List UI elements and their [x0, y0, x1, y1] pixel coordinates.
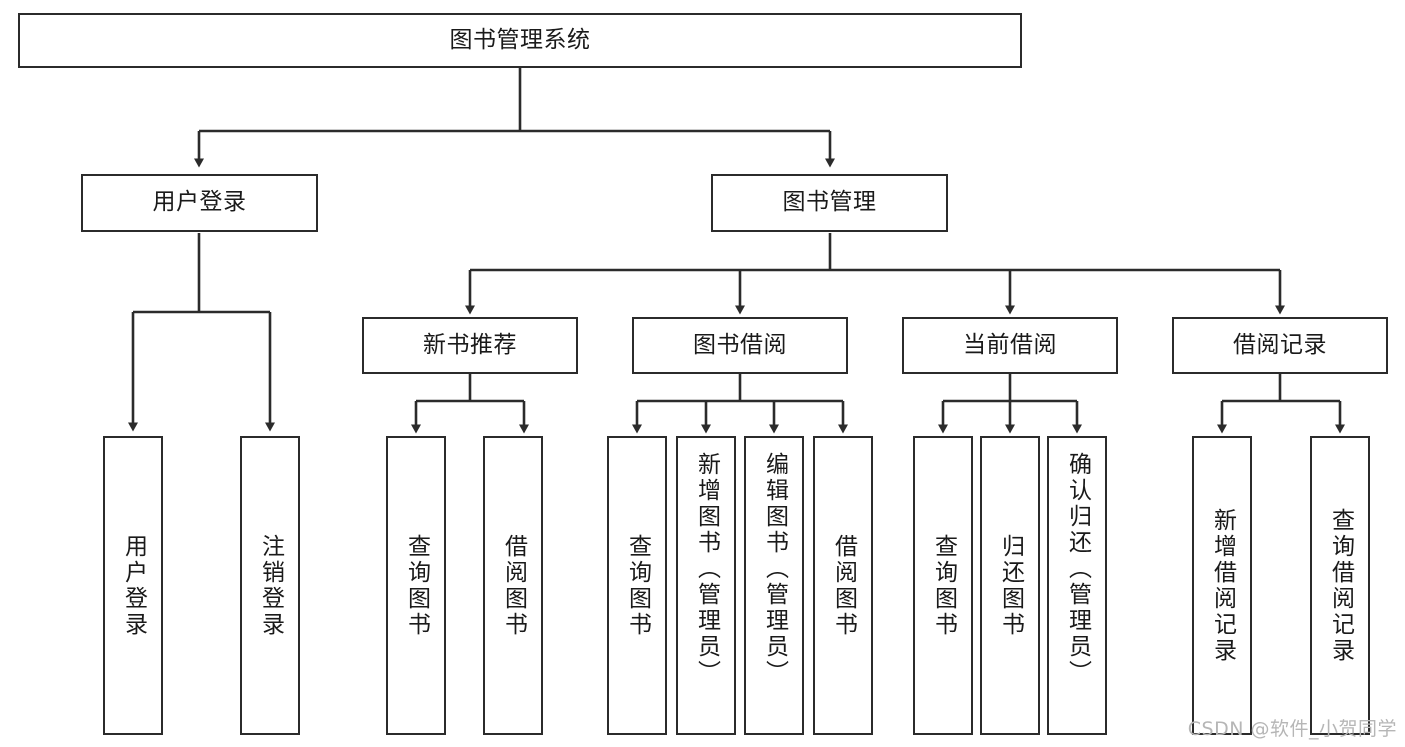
node-leaf-borrow-book[interactable]: 借阅图书 [813, 436, 873, 735]
node-leaf-query-borrow-record[interactable]: 查询借阅记录 [1310, 436, 1370, 735]
node-label: 借阅图书 [830, 533, 857, 638]
node-label: 查询图书 [624, 533, 651, 638]
node-leaf-logout[interactable]: 注销登录 [240, 436, 300, 735]
node-label: 借阅记录 [1233, 331, 1327, 358]
node-leaf-confirm-return-admin[interactable]: 确认归还（管理员） [1047, 436, 1107, 735]
node-label: 用户登录 [120, 533, 147, 638]
node-user-login[interactable]: 用户登录 [81, 174, 318, 232]
node-root-book-management-system[interactable]: 图书管理系统 [18, 13, 1022, 68]
node-leaf-query-book-current[interactable]: 查询图书 [913, 436, 973, 735]
node-label: 查询图书 [930, 533, 957, 638]
node-new-book-recommend[interactable]: 新书推荐 [362, 317, 578, 374]
node-label: 图书借阅 [693, 331, 787, 358]
node-label: 查询借阅记录 [1327, 507, 1354, 664]
node-leaf-borrow-book-recommend[interactable]: 借阅图书 [483, 436, 543, 735]
node-label: 借阅图书 [500, 533, 527, 638]
node-leaf-add-borrow-record[interactable]: 新增借阅记录 [1192, 436, 1252, 735]
node-leaf-query-book-recommend[interactable]: 查询图书 [386, 436, 446, 735]
node-book-management[interactable]: 图书管理 [711, 174, 948, 232]
node-label: 编辑图书（管理员） [761, 452, 788, 686]
node-label: 新增图书（管理员） [693, 452, 720, 686]
node-borrow-record[interactable]: 借阅记录 [1172, 317, 1388, 374]
node-leaf-edit-book-admin[interactable]: 编辑图书（管理员） [744, 436, 804, 735]
node-label: 归还图书 [997, 533, 1024, 638]
node-label: 图书管理系统 [449, 26, 591, 53]
node-leaf-return-book[interactable]: 归还图书 [980, 436, 1040, 735]
node-label: 新书推荐 [423, 331, 517, 358]
node-label: 查询图书 [403, 533, 430, 638]
node-label: 确认归还（管理员） [1064, 452, 1091, 686]
node-label: 当前借阅 [963, 331, 1057, 358]
node-leaf-add-book-admin[interactable]: 新增图书（管理员） [676, 436, 736, 735]
node-label: 用户登录 [152, 189, 247, 216]
node-label: 注销登录 [257, 533, 284, 638]
node-current-borrow[interactable]: 当前借阅 [902, 317, 1118, 374]
node-label: 新增借阅记录 [1209, 507, 1236, 664]
node-leaf-query-book-borrow[interactable]: 查询图书 [607, 436, 667, 735]
node-label: 图书管理 [782, 189, 877, 216]
node-leaf-user-login[interactable]: 用户登录 [103, 436, 163, 735]
node-book-borrow[interactable]: 图书借阅 [632, 317, 848, 374]
